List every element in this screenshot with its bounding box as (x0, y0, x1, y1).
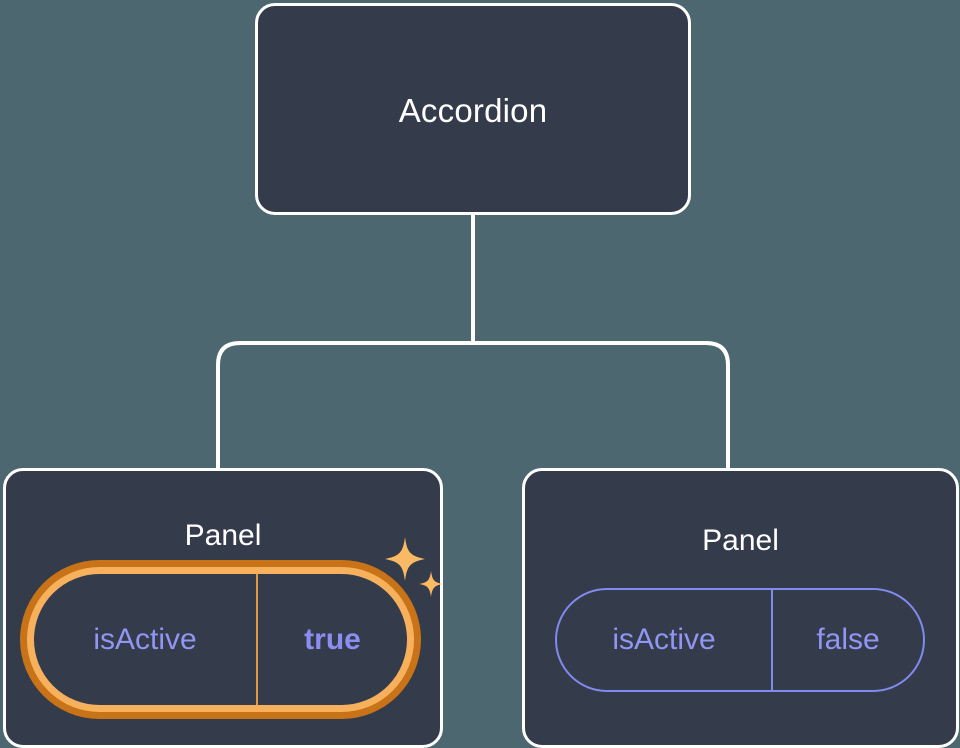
node-panel-active-label: Panel (184, 519, 262, 552)
prop-value: true (256, 574, 407, 705)
connector-branch (216, 341, 730, 468)
prop-pill-isactive-false[interactable]: isActive false (555, 588, 925, 692)
prop-pill-isactive-true[interactable]: isActive true (27, 567, 414, 712)
prop-key: isActive (93, 622, 197, 656)
node-accordion-label: Accordion (398, 92, 548, 129)
node-accordion[interactable]: Accordion (255, 3, 691, 215)
prop-key: isActive (612, 623, 716, 656)
node-panel-inactive-label: Panel (702, 524, 779, 557)
prop-value: false (771, 590, 923, 690)
